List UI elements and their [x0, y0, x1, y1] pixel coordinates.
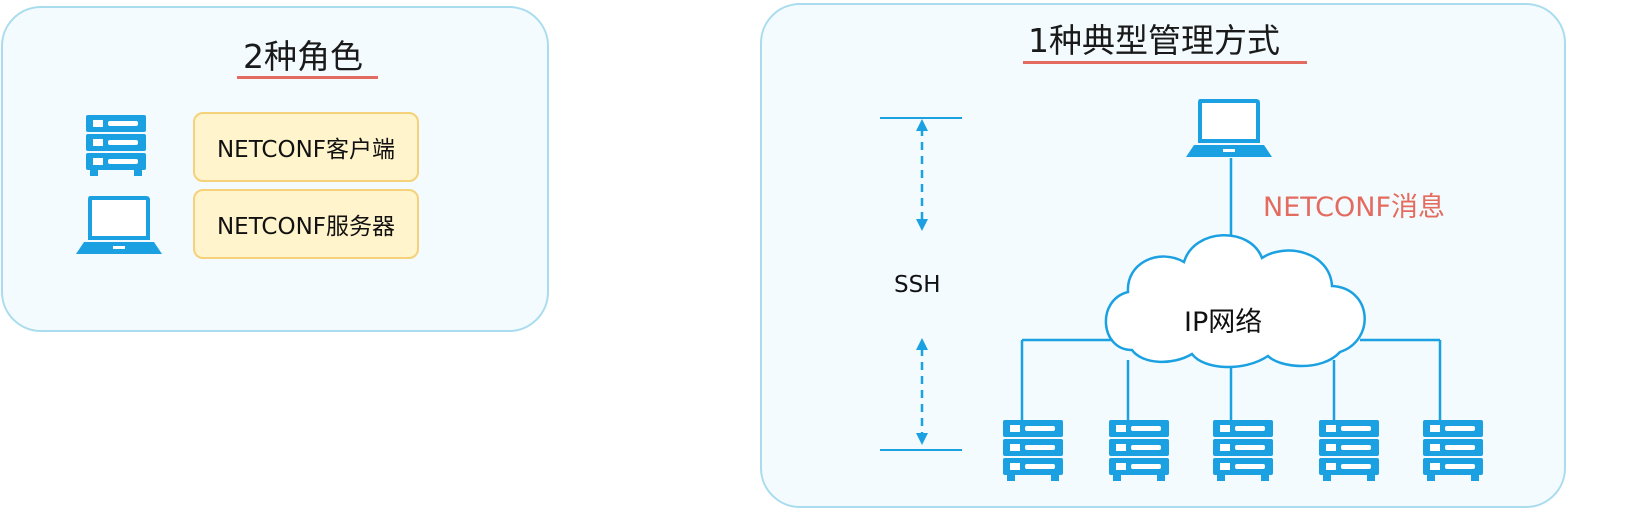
ssh-range-marker [880, 117, 962, 451]
roles-title-underline [237, 76, 378, 79]
laptop-icon [1186, 99, 1272, 157]
server-icon [1213, 420, 1273, 481]
netconf-message-label: NETCONF消息 [1263, 192, 1445, 223]
ip-network-cloud [1104, 234, 1366, 369]
ssh-label: SSH [894, 272, 941, 298]
server-icon [1109, 420, 1169, 481]
roles-title: 2种角色 [243, 37, 363, 76]
server-icon [86, 115, 146, 176]
role-box-server: NETCONF服务器 [193, 189, 419, 259]
server-icon [1423, 420, 1483, 481]
server-icon [1003, 420, 1063, 481]
management-title-underline [1023, 61, 1307, 64]
management-title: 1种典型管理方式 [1028, 21, 1280, 60]
server-icon [1319, 420, 1379, 481]
laptop-icon [76, 196, 162, 254]
ip-network-label: IP网络 [1184, 307, 1263, 338]
role-box-client: NETCONF客户端 [193, 112, 419, 182]
network-bus [1020, 338, 1442, 420]
